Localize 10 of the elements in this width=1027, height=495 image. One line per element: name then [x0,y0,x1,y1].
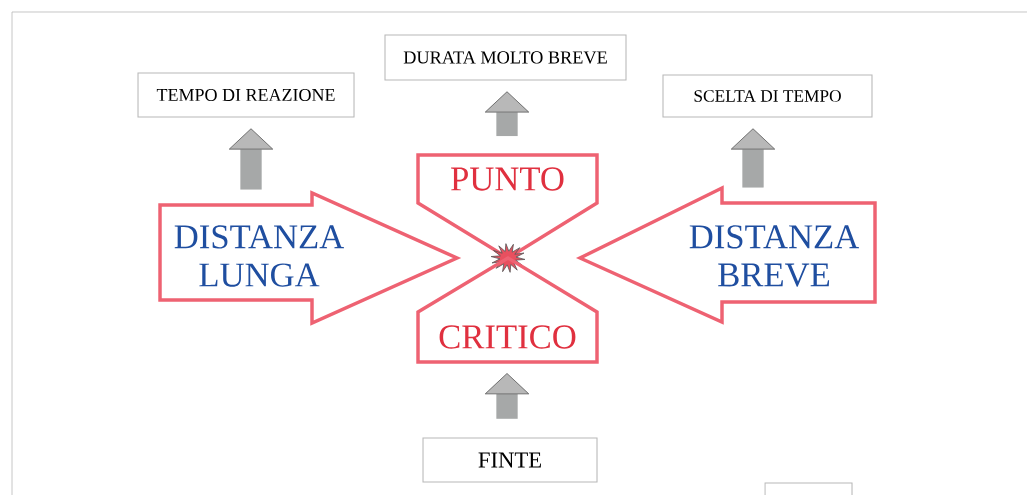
block-arrow [484,373,530,419]
text-box: TEMPO DI REAZIONE [137,72,355,118]
text-box: SCELTA DI TEMPO [662,74,873,118]
text-box: FINTE [422,437,598,483]
starburst-icon [490,243,526,273]
block-arrow [730,128,776,188]
block-arrow [228,128,274,190]
block-arrow [484,91,530,137]
text-box: DURATA MOLTO BREVE [384,34,627,81]
empty-box [764,482,853,495]
